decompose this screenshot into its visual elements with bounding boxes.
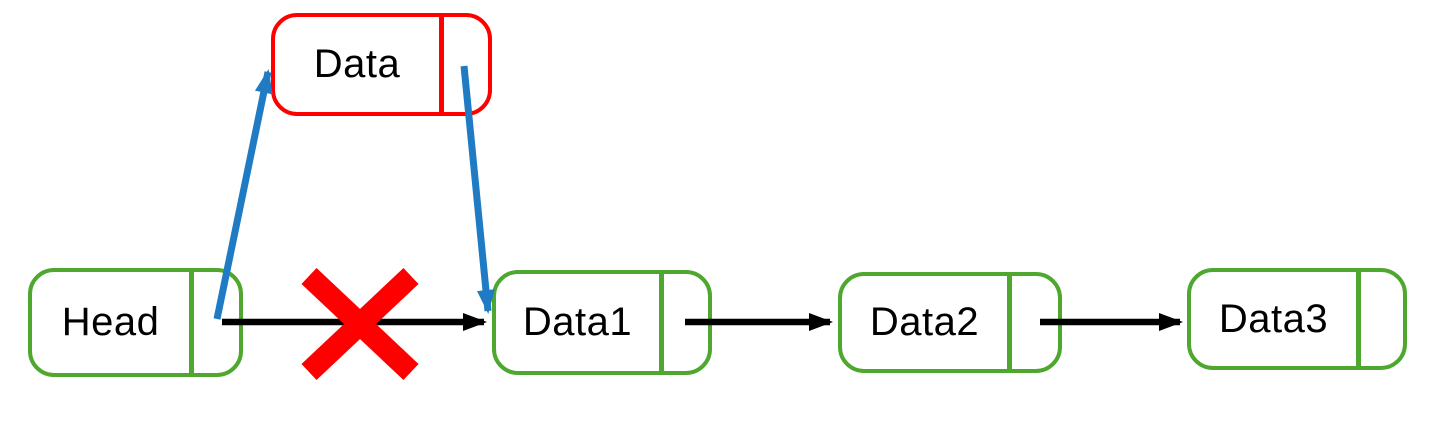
- node-data3-label: Data3: [1218, 296, 1329, 341]
- node-new-data-label: Data: [313, 42, 401, 86]
- node-data2: Data2: [838, 272, 1062, 373]
- node-data1-pointer-divider: [659, 274, 664, 371]
- cross-out-stroke-2: [301, 267, 419, 381]
- node-data2-pointer-divider: [1007, 276, 1012, 369]
- node-data1-label: Data1: [522, 300, 633, 344]
- cross-out-stroke-1: [301, 267, 419, 381]
- node-head-label: Head: [61, 300, 160, 344]
- node-data3: Data3: [1187, 268, 1407, 370]
- node-data1: Data1: [492, 270, 712, 375]
- node-new-data-pointer-divider: [439, 17, 444, 112]
- node-head-pointer-divider: [189, 272, 194, 373]
- cross-out-x-icon: [301, 267, 419, 381]
- node-data2-label: Data2: [869, 300, 980, 344]
- node-data3-pointer-divider: [1356, 272, 1361, 366]
- node-head: Head: [28, 268, 243, 377]
- node-new-data: Data: [271, 13, 492, 116]
